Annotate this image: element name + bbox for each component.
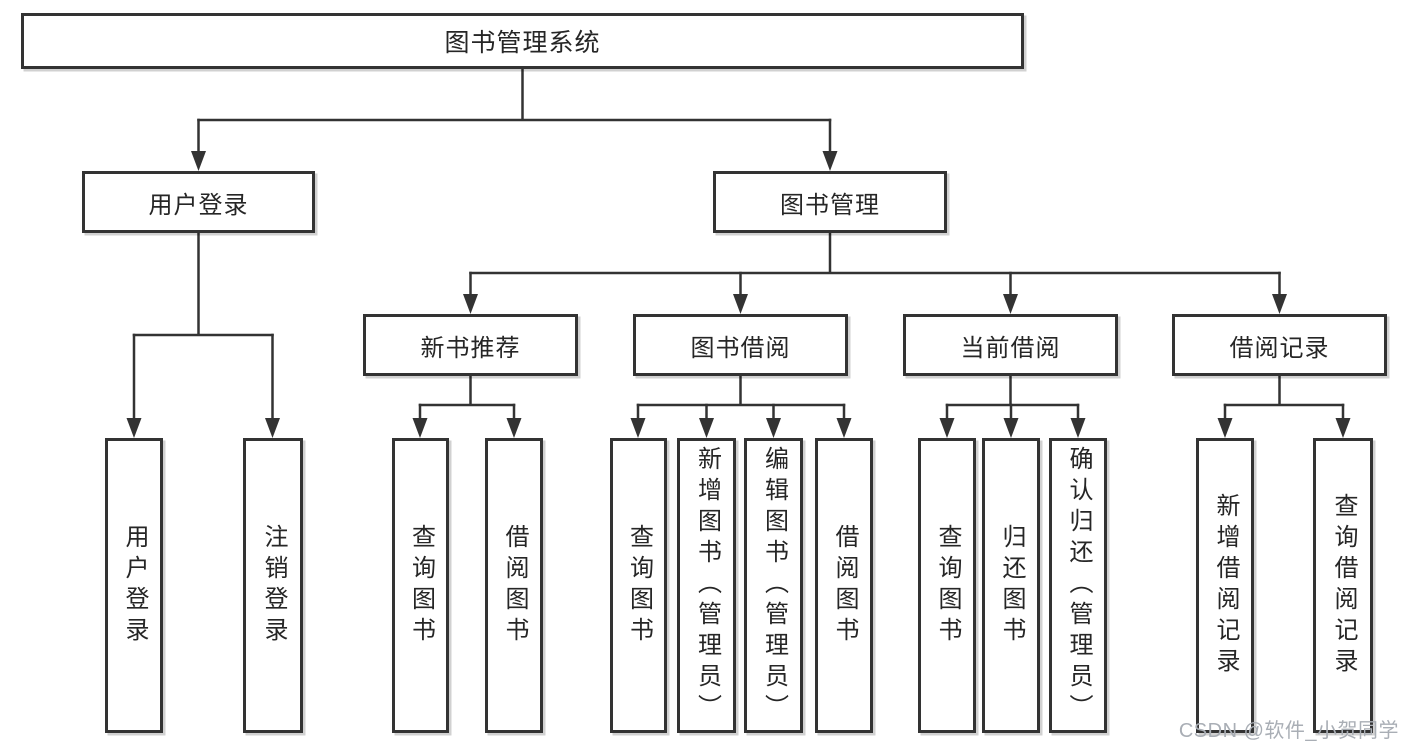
leaf-label: 查询图书 [407, 523, 435, 648]
node-leaf-borrow-books-recommend: 借阅图书 [485, 438, 543, 733]
node-leaf-query-books-borrow: 查询图书 [610, 438, 667, 733]
edges-user-login-children [126, 233, 280, 438]
edges-new-book-recommend-children [412, 376, 522, 438]
leaf-label: 查询图书 [625, 523, 653, 648]
node-book-borrow: 图书借阅 [633, 314, 848, 376]
node-leaf-confirm-return-admin: 确认归还（管理员） [1049, 438, 1107, 733]
node-user-login: 用户登录 [82, 171, 315, 233]
node-leaf-return-book: 归还图书 [982, 438, 1040, 733]
leaf-label: 确认归还（管理员） [1065, 446, 1092, 725]
leaf-label: 借阅图书 [831, 523, 858, 648]
leaf-label: 用户登录 [121, 523, 148, 648]
node-new-book-recommend: 新书推荐 [363, 314, 578, 376]
leaf-label: 新增图书（管理员） [693, 446, 721, 725]
edges-book-management-to-level3 [463, 233, 1287, 314]
leaf-label: 编辑图书（管理员） [760, 446, 788, 725]
node-leaf-user-login: 用户登录 [105, 438, 163, 733]
leaf-label: 注销登录 [260, 523, 287, 648]
csdn-watermark: CSDN @软件_小贺同学 [1178, 720, 1399, 742]
leaf-label: 新增借阅记录 [1212, 492, 1239, 679]
node-leaf-query-books-recommend: 查询图书 [392, 438, 449, 733]
node-leaf-logout: 注销登录 [243, 438, 303, 733]
leaf-label: 查询借阅记录 [1330, 492, 1357, 679]
node-borrow-records: 借阅记录 [1172, 314, 1387, 376]
node-leaf-add-book-admin: 新增图书（管理员） [677, 438, 736, 733]
node-library-management-system: 图书管理系统 [21, 13, 1024, 69]
leaf-label: 查询图书 [934, 523, 961, 648]
node-leaf-query-books-current: 查询图书 [918, 438, 976, 733]
node-leaf-edit-book-admin: 编辑图书（管理员） [744, 438, 803, 733]
edges-current-borrow-children [939, 376, 1086, 438]
leaf-label: 借阅图书 [501, 523, 528, 648]
leaf-label: 归还图书 [998, 523, 1025, 648]
node-leaf-query-borrow-record: 查询借阅记录 [1313, 438, 1373, 733]
edges-root-to-level2 [191, 69, 838, 171]
node-current-borrow: 当前借阅 [903, 314, 1118, 376]
node-leaf-add-borrow-record: 新增借阅记录 [1196, 438, 1254, 733]
edges-book-borrow-children [630, 376, 852, 438]
node-leaf-borrow-books: 借阅图书 [815, 438, 873, 733]
edges-borrow-records-children [1217, 376, 1351, 438]
node-book-management: 图书管理 [713, 171, 947, 233]
